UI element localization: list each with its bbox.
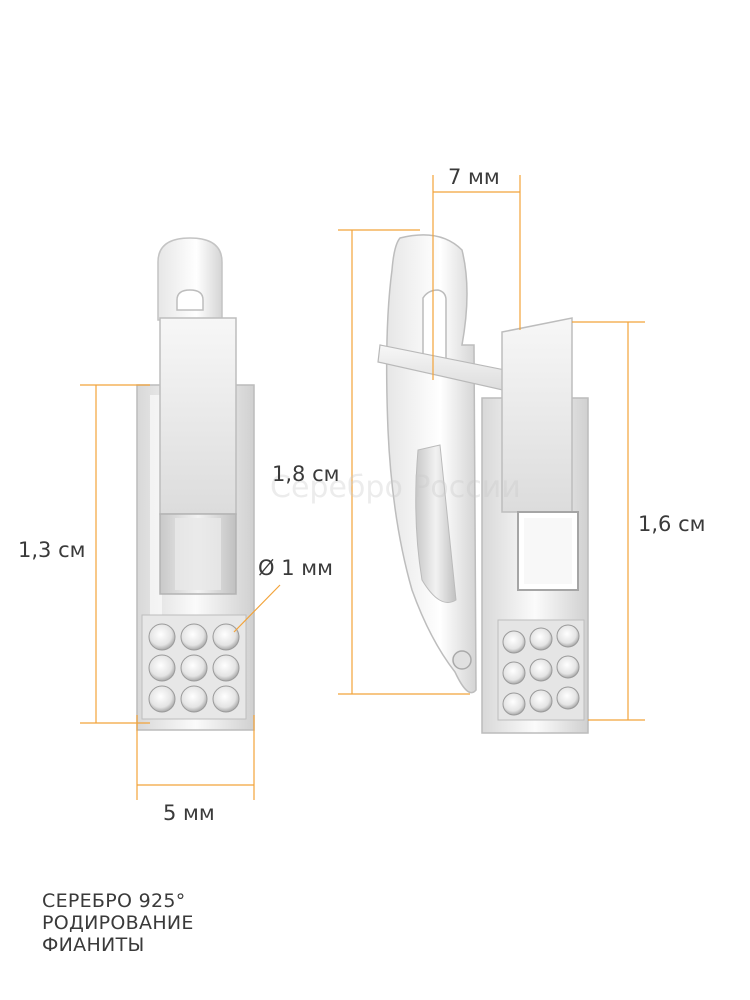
dimension-lines [80,175,645,800]
stone-diameter-label: Ø 1 мм [258,556,333,580]
stone-leader-line [233,584,281,633]
side-total-height-label: 1,8 см [272,462,340,486]
side-earring [377,234,589,734]
front-stones [148,623,240,713]
side-stones [502,624,580,716]
front-width-label: 5 мм [163,801,215,825]
material-line-silver: СЕРЕБРО 925° [42,890,186,912]
side-body-height-label: 1,6 см [638,512,706,536]
material-info: СЕРЕБРО 925° РОДИРОВАНИЕ ФИАНИТЫ [42,890,194,956]
side-hook-width-label: 7 мм [448,165,500,189]
front-height-label: 1,3 см [18,538,86,562]
front-earring [136,237,255,731]
material-line-rhodium: РОДИРОВАНИЕ [42,912,194,934]
material-line-stones: ФИАНИТЫ [42,934,145,956]
watermark-text: Серебро России [270,470,521,505]
